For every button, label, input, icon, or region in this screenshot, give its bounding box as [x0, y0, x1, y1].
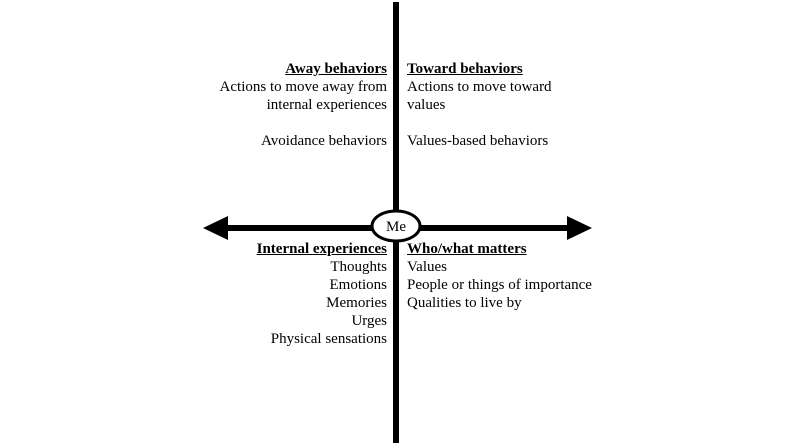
- left-arrowhead: [203, 216, 228, 240]
- quadrant-line: Actions to move toward: [407, 79, 552, 95]
- quadrant-line: Thoughts: [330, 259, 387, 275]
- quadrant-line: People or things of importance: [407, 277, 592, 293]
- quadrant-toward-behaviors: Toward behaviors Actions to move toward …: [407, 60, 552, 150]
- quadrant-gap: [220, 114, 387, 132]
- quadrant-who-what-matters: Who/what matters Values People or things…: [407, 240, 592, 312]
- quadrant-line: Urges: [351, 313, 387, 329]
- quadrant-line: Actions to move away from: [219, 79, 387, 95]
- quadrant-gap: [407, 114, 552, 132]
- quadrant-line: Memories: [326, 295, 387, 311]
- center-ellipse: [370, 209, 422, 243]
- quadrant-internal-experiences: Internal experiences Thoughts Emotions M…: [257, 240, 387, 348]
- quadrant-heading: Internal experiences: [256, 241, 387, 257]
- right-arrowhead: [567, 216, 592, 240]
- quadrant-heading: Toward behaviors: [407, 61, 523, 77]
- quadrant-away-behaviors: Away behaviors Actions to move away from…: [220, 60, 387, 150]
- quadrant-line: Qualities to live by: [407, 295, 522, 311]
- quadrant-heading: Who/what matters: [407, 241, 527, 257]
- quadrant-line: Avoidance behaviors: [261, 133, 387, 149]
- quadrant-line: Physical sensations: [270, 331, 387, 347]
- quadrant-line: Emotions: [329, 277, 387, 293]
- quadrant-line: values: [407, 97, 446, 113]
- center-label: Me: [386, 219, 406, 235]
- quadrant-heading: Away behaviors: [285, 61, 387, 77]
- quadrant-line: Values-based behaviors: [407, 133, 549, 149]
- quadrant-line: internal experiences: [266, 97, 387, 113]
- quadrant-line: Values: [407, 259, 447, 275]
